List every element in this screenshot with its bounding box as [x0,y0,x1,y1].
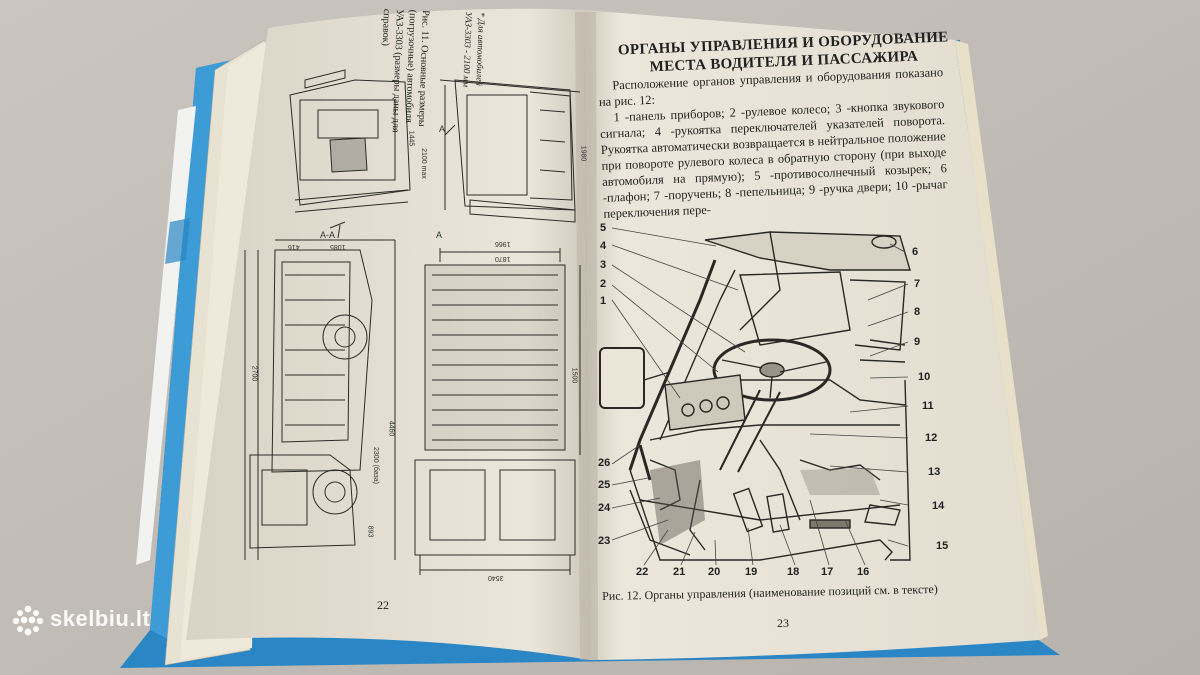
callout-number: 9 [914,336,921,348]
figure-caption-footnote: * Для автомобилей УАЗ-3303 - 2100 мм [461,11,487,88]
section-label: А [439,124,446,134]
callout-number: 2 [600,278,607,290]
dimension-label: 1445 [407,130,415,147]
callout-number: 14 [932,500,945,512]
dimension-label: 1870 [495,255,511,262]
left-page [186,8,590,661]
callout-number: 17 [821,566,834,578]
callout-number: 13 [928,466,941,478]
dimension-label: 1085 [330,243,346,250]
dimension-label: 893 [366,525,374,538]
callout-number: 18 [787,566,800,578]
callout-number: 25 [598,479,611,491]
callout-number: 8 [914,306,921,318]
right-page [584,10,1040,660]
callout-number: 5 [600,222,607,234]
page-number: 23 [777,616,789,630]
callout-number: 11 [922,400,934,412]
callout-number: 7 [914,278,921,290]
callout-number: 1 [600,295,607,307]
callout-number: 19 [745,566,758,578]
callout-number: 16 [857,566,870,578]
watermark: skelbiu.lt [14,604,150,634]
callout-number: 22 [636,566,649,578]
callout-number: 20 [708,566,721,578]
dimension-label: 2300 (база) [371,447,379,484]
callout-number: 4 [600,240,607,252]
dimension-label: 1966 [495,240,511,247]
callout-number: 26 [598,457,611,469]
callout-number: 21 [673,566,686,578]
callout-number: 23 [598,535,611,547]
cab-interior-drawing [599,227,911,566]
dimension-label: 3540 [488,574,504,581]
dimension-label: 2700 [250,365,258,382]
section-label: А [436,230,443,240]
dimension-label: 416 [288,243,300,250]
watermark-logo-icon [12,605,44,636]
dimension-label: 1500 [570,367,578,384]
figure-caption-line: Рис. 11. Основные размеры (погрузочные) … [379,8,431,133]
dimension-label: 1980 [579,145,587,162]
callout-number: 15 [936,540,949,552]
page-number: 22 [377,598,389,612]
callout-number: 12 [925,432,938,444]
body-paragraph: 1 -панель приборов; 2 -рулевое колесо; 3… [599,97,948,221]
callout-number: 10 [918,371,931,383]
callout-number: 24 [598,502,611,514]
uaz-dimension-drawing [244,69,581,575]
section-label: А-А [320,230,336,240]
body-text: Расположение органов управления и оборуд… [598,64,949,222]
dimension-label: 2100 max [419,148,427,179]
figure-caption-rotated: Рис. 11. Основные размеры (погрузочные) … [380,9,487,160]
callout-number: 3 [600,259,607,271]
dimension-label: 4460 [387,420,395,437]
callout-number: 6 [912,246,919,258]
watermark-text: skelbiu.lt [50,606,151,631]
